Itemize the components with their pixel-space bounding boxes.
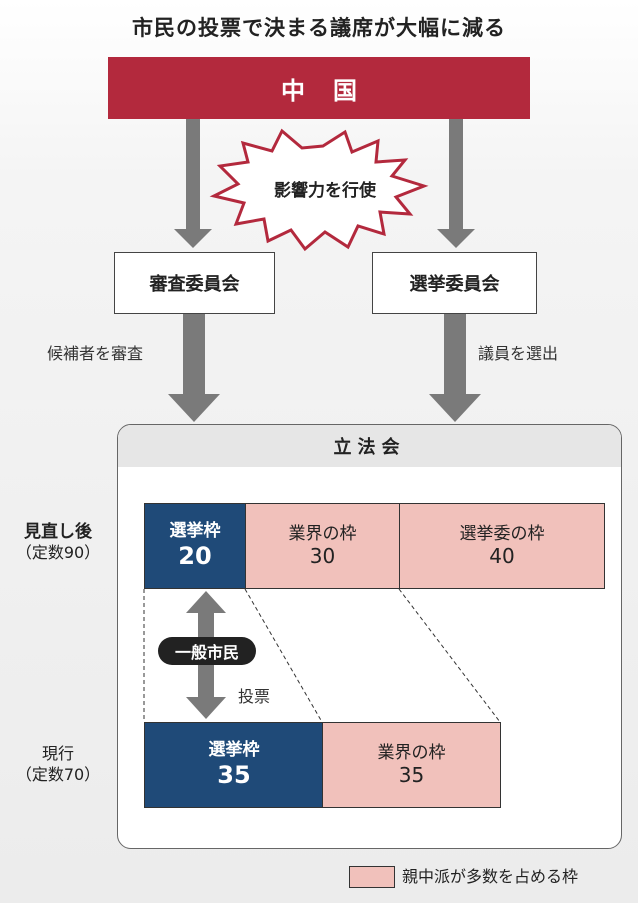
after-elected-seats: 選挙枠 20 (144, 503, 246, 589)
after-label: 見直し後 (24, 522, 92, 542)
arrow-china-to-review (174, 119, 212, 248)
after-seats-note: （定数90） (15, 543, 101, 563)
current-elected-seats: 選挙枠 35 (144, 722, 324, 808)
after-elected-label: 選挙枠 (169, 521, 221, 542)
review-committee-box: 審査委員会 (114, 252, 275, 314)
after-committee-value: 40 (489, 544, 515, 569)
after-elected-value: 20 (178, 541, 212, 570)
current-sector-value: 35 (398, 763, 425, 788)
arrow-election-to-legco (429, 314, 481, 422)
current-elected-label: 選挙枠 (208, 740, 260, 761)
china-box: 中国 (108, 57, 530, 119)
after-row-label: 見直し後 （定数90） (4, 521, 112, 564)
current-sector-seats: 業界の枠 35 (322, 722, 501, 808)
vote-label: 投票 (238, 687, 271, 706)
elect-action-label: 議員を選出 (478, 344, 559, 363)
after-committee-label: 選挙委の枠 (459, 523, 545, 544)
current-row-label: 現行 （定数70） (4, 744, 112, 786)
review-action-label: 候補者を審査 (47, 344, 144, 363)
influence-label: 影響力を行使 (274, 181, 376, 201)
legend-label: 親中派が多数を占める枠 (402, 867, 579, 886)
influence-burst (209, 128, 429, 252)
current-sector-label: 業界の枠 (377, 742, 446, 763)
citizens-badge: 一般市民 (158, 637, 256, 665)
after-sector-label: 業界の枠 (288, 523, 357, 544)
current-elected-value: 35 (217, 760, 251, 789)
current-seats-note: （定数70） (15, 764, 101, 784)
current-label: 現行 (41, 744, 74, 763)
election-committee-box: 選挙委員会 (372, 252, 537, 314)
arrow-review-to-legco (168, 314, 220, 422)
legend-swatch (349, 866, 395, 888)
legco-header: 立法会 (118, 425, 621, 467)
after-committee-seats: 選挙委の枠 40 (399, 503, 605, 589)
guide-middle (244, 588, 323, 723)
after-sector-seats: 業界の枠 30 (245, 503, 400, 589)
legco-panel: 立法会 選挙枠 20 業界の枠 30 選挙委の枠 40 一般市民 投票 選挙枠 … (117, 424, 622, 849)
arrow-china-to-election (437, 119, 475, 248)
after-sector-value: 30 (309, 544, 336, 569)
guide-right (398, 588, 501, 723)
diagram-title: 市民の投票で決まる議席が大幅に減る (132, 16, 506, 40)
